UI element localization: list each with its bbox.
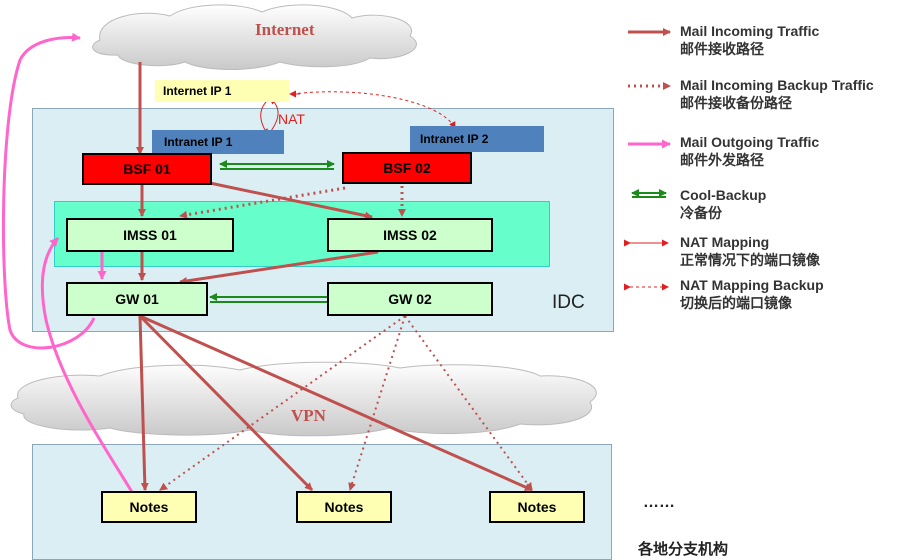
incoming-backup-lines: [179, 186, 406, 219]
incoming-traffic-lines: [136, 62, 533, 492]
internet-cloud: [92, 4, 417, 70]
nat-label: NAT: [278, 111, 305, 127]
intranet-ip2-box: Intranet IP 2: [410, 126, 544, 152]
bsf02-node[interactable]: BSF 02: [342, 152, 472, 184]
internet-label: Internet: [255, 20, 315, 39]
intranet-ip1-box: Intranet IP 1: [152, 130, 284, 154]
gw01-node[interactable]: GW 01: [66, 282, 208, 316]
notes-node[interactable]: Notes: [489, 491, 585, 523]
idc-label: IDC: [552, 292, 585, 313]
bsf01-node[interactable]: BSF 01: [82, 153, 212, 185]
vpn-cloud: [10, 361, 597, 437]
imss01-node[interactable]: IMSS 01: [66, 218, 234, 252]
notes-node[interactable]: Notes: [296, 491, 392, 523]
gw02-backup-lines: [159, 315, 533, 491]
internet-ip1-box: Internet IP 1: [155, 80, 289, 102]
outgoing-traffic-lines: [1, 32, 134, 493]
imss02-node[interactable]: IMSS 02: [327, 218, 493, 252]
ellipsis: ……: [643, 494, 675, 511]
cool-backup-lines: [209, 160, 341, 303]
vpn-label: VPN: [291, 406, 326, 425]
gw02-node[interactable]: GW 02: [327, 282, 493, 316]
legend-lines: [624, 28, 671, 291]
notes-node[interactable]: Notes: [101, 491, 197, 523]
branches-label: 各地分支机构: [638, 541, 729, 558]
